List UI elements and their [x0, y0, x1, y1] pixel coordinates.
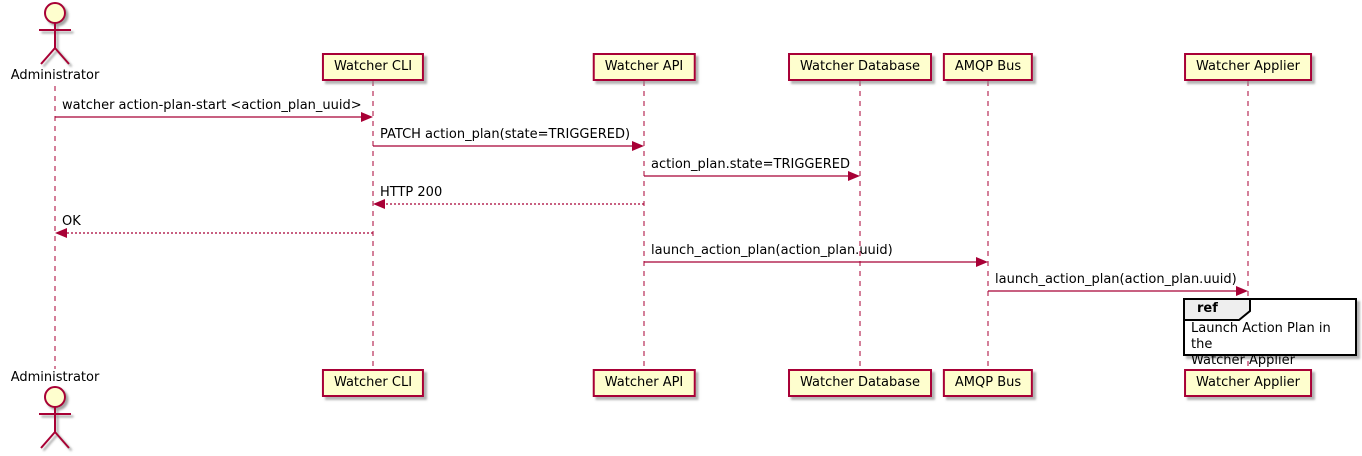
participant-box-watcher-applier-bottom: Watcher Applier [1184, 369, 1312, 397]
message-arrow-4 [55, 228, 373, 238]
message-arrow-2 [644, 171, 860, 181]
message-label-0: watcher action-plan-start <action_plan_u… [62, 98, 362, 113]
message-label-4: OK [62, 214, 81, 229]
actor-icon-bottom [39, 386, 71, 449]
participant-box-watcher-cli-top: Watcher CLI [321, 53, 425, 81]
ref-fragment: ref Launch Action Plan in the Watcher Ap… [1183, 298, 1357, 368]
message-arrow-1 [373, 141, 644, 151]
actor-icon-top [39, 2, 71, 65]
message-arrow-6 [988, 286, 1248, 296]
message-label-6: launch_action_plan(action_plan.uuid) [995, 272, 1237, 287]
ref-text-line: Launch Action Plan in the [1191, 321, 1331, 352]
message-label-5: launch_action_plan(action_plan.uuid) [651, 243, 893, 258]
participant-box-amqp-bus-top: AMQP Bus [942, 53, 1034, 81]
participant-box-watcher-applier-top: Watcher Applier [1184, 53, 1312, 81]
message-label-2: action_plan.state=TRIGGERED [651, 157, 850, 172]
participant-box-amqp-bus-bottom: AMQP Bus [942, 369, 1034, 397]
message-label-1: PATCH action_plan(state=TRIGGERED) [380, 127, 631, 142]
participant-box-watcher-database-top: Watcher Database [788, 53, 932, 81]
ref-tab-shape [1183, 298, 1251, 321]
actor-label-bottom: Administrator [10, 370, 100, 385]
participant-box-watcher-database-bottom: Watcher Database [788, 369, 932, 397]
message-arrow-5 [644, 257, 988, 267]
participant-box-watcher-cli-bottom: Watcher CLI [321, 369, 425, 397]
ref-text-line: Watcher Applier [1191, 353, 1295, 368]
message-arrow-3 [373, 199, 644, 209]
message-arrow-0 [55, 112, 373, 122]
participant-box-watcher-api-bottom: Watcher API [592, 369, 696, 397]
ref-text: Launch Action Plan in the Watcher Applie… [1191, 321, 1355, 369]
ref-keyword: ref [1197, 301, 1218, 316]
actor-label-top: Administrator [10, 68, 100, 83]
participant-box-watcher-api-top: Watcher API [592, 53, 696, 81]
message-label-3: HTTP 200 [380, 185, 443, 200]
